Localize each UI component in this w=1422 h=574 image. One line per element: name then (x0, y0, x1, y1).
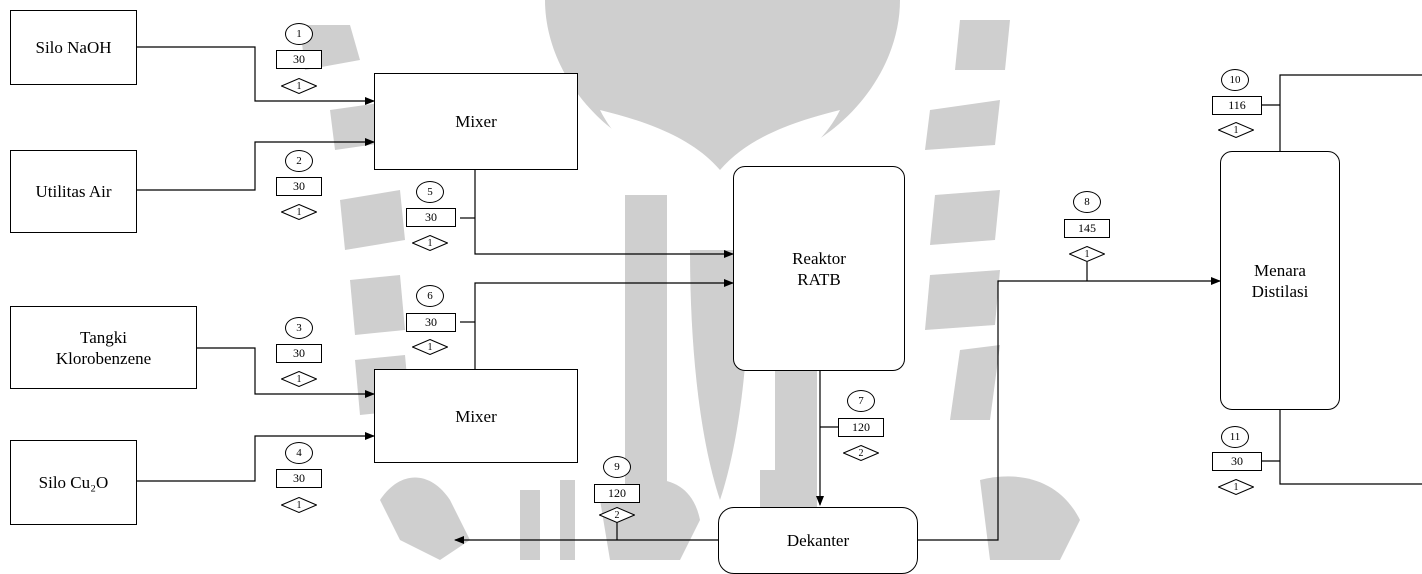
stream-6-number: 6 (416, 285, 444, 307)
stream-7-temperature: 120 (838, 418, 884, 437)
stream-4-temperature: 30 (276, 469, 322, 488)
unit-silo-cu2o: Silo Cu₂O (10, 440, 137, 525)
unit-silo-naoh: Silo NaOH (10, 10, 137, 85)
stream-1-pressure: 1 (281, 78, 317, 94)
stream-6-pressure: 1 (412, 339, 448, 355)
stream-5-number: 5 (416, 181, 444, 203)
stream-11-temperature: 30 (1212, 452, 1262, 471)
stream-3-number: 3 (285, 317, 313, 339)
stream-2-number: 2 (285, 150, 313, 172)
stream-line-1 (137, 47, 374, 101)
stream-3-pressure: 1 (281, 371, 317, 387)
stream-line-2 (137, 142, 374, 190)
stream-8-number: 8 (1073, 191, 1101, 213)
stream-10-pressure: 1 (1218, 122, 1254, 138)
unit-menara-distilasi: Menara Distilasi (1220, 151, 1340, 410)
unit-dekanter: Dekanter (718, 507, 918, 574)
stream-4-number: 4 (285, 442, 313, 464)
stream-line-8 (918, 281, 1220, 540)
stream-3-temperature: 30 (276, 344, 322, 363)
stream-line-5 (475, 170, 733, 254)
stream-line-4 (137, 436, 374, 481)
stream-11-number: 11 (1221, 426, 1249, 448)
unit-tangki-klorobenzene: Tangki Klorobenzene (10, 306, 197, 389)
unit-utilitas-air: Utilitas Air (10, 150, 137, 233)
stream-8-temperature: 145 (1064, 219, 1110, 238)
stream-10-temperature: 116 (1212, 96, 1262, 115)
stream-8-pressure: 1 (1069, 246, 1105, 262)
stream-1-number: 1 (285, 23, 313, 45)
stream-7-pressure: 2 (843, 445, 879, 461)
stream-line-11 (1280, 410, 1422, 484)
stream-9-temperature: 120 (594, 484, 640, 503)
unit-mixer-1: Mixer (374, 73, 578, 170)
stream-5-pressure: 1 (412, 235, 448, 251)
stream-2-pressure: 1 (281, 204, 317, 220)
stream-2-temperature: 30 (276, 177, 322, 196)
stream-1-temperature: 30 (276, 50, 322, 69)
stream-9-number: 9 (603, 456, 631, 478)
stream-9-pressure: 2 (599, 507, 635, 523)
unit-reaktor-ratb: Reaktor RATB (733, 166, 905, 371)
stream-5-temperature: 30 (406, 208, 456, 227)
stream-line-6 (475, 283, 733, 369)
stream-6-temperature: 30 (406, 313, 456, 332)
stream-7-number: 7 (847, 390, 875, 412)
stream-4-pressure: 1 (281, 497, 317, 513)
stream-11-pressure: 1 (1218, 479, 1254, 495)
stream-10-number: 10 (1221, 69, 1249, 91)
stream-line-10 (1280, 75, 1422, 151)
unit-mixer-2: Mixer (374, 369, 578, 463)
